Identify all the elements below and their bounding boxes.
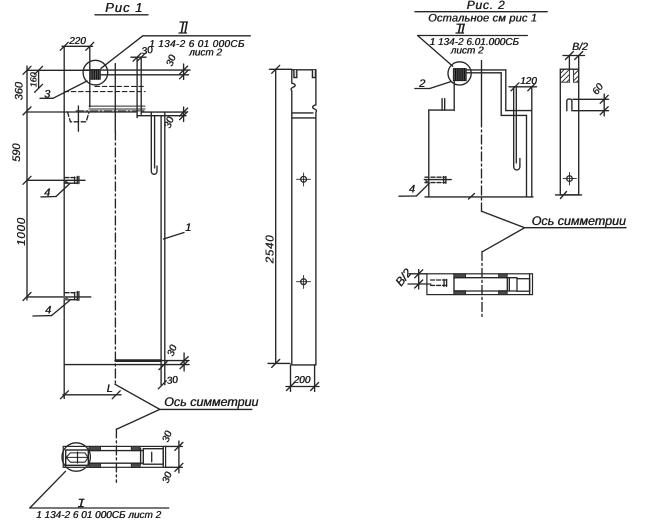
svg-text:30: 30 xyxy=(165,343,179,358)
svg-text:590: 590 xyxy=(11,143,23,162)
svg-text:Остальное см рис 1: Остальное см рис 1 xyxy=(428,13,537,25)
svg-text:В/2: В/2 xyxy=(392,266,414,289)
svg-text:30: 30 xyxy=(160,470,174,485)
svg-text:30: 30 xyxy=(162,115,176,130)
svg-text:1 134-2 6 01 000СБ: 1 134-2 6 01 000СБ xyxy=(149,39,245,50)
svg-text:1 134-2 6 01 000СБ лист 2: 1 134-2 6 01 000СБ лист 2 xyxy=(36,510,161,521)
svg-text:200: 200 xyxy=(293,375,311,386)
svg-text:Рис. 2: Рис. 2 xyxy=(467,0,506,12)
svg-text:1000: 1000 xyxy=(16,217,28,246)
svg-text:В/2: В/2 xyxy=(572,41,588,53)
svg-text:3: 3 xyxy=(44,89,51,101)
svg-text:4: 4 xyxy=(45,305,51,317)
svg-text:30: 30 xyxy=(166,374,179,387)
svg-text:L: L xyxy=(107,383,113,395)
svg-text:1 134-2 6.01.000СБ: 1 134-2 6.01.000СБ xyxy=(430,37,520,48)
svg-text:1: 1 xyxy=(185,222,191,234)
svg-text:30: 30 xyxy=(164,53,178,68)
svg-text:30: 30 xyxy=(160,429,174,444)
svg-text:30: 30 xyxy=(141,45,154,58)
svg-text:4: 4 xyxy=(44,187,50,199)
svg-text:2540: 2540 xyxy=(265,235,277,265)
svg-text:Рис 1: Рис 1 xyxy=(105,0,143,15)
svg-text:4: 4 xyxy=(409,184,415,196)
svg-text:Ось симметрии: Ось симметрии xyxy=(532,214,626,228)
svg-text:лист 2: лист 2 xyxy=(188,48,222,59)
svg-text:Ось симметрии: Ось симметрии xyxy=(164,395,258,409)
svg-text:120: 120 xyxy=(520,76,537,87)
svg-text:160: 160 xyxy=(29,72,39,87)
svg-text:220: 220 xyxy=(68,36,86,47)
svg-text:2: 2 xyxy=(418,78,425,90)
svg-text:360: 360 xyxy=(14,81,26,100)
svg-text:лист 2: лист 2 xyxy=(450,46,484,57)
